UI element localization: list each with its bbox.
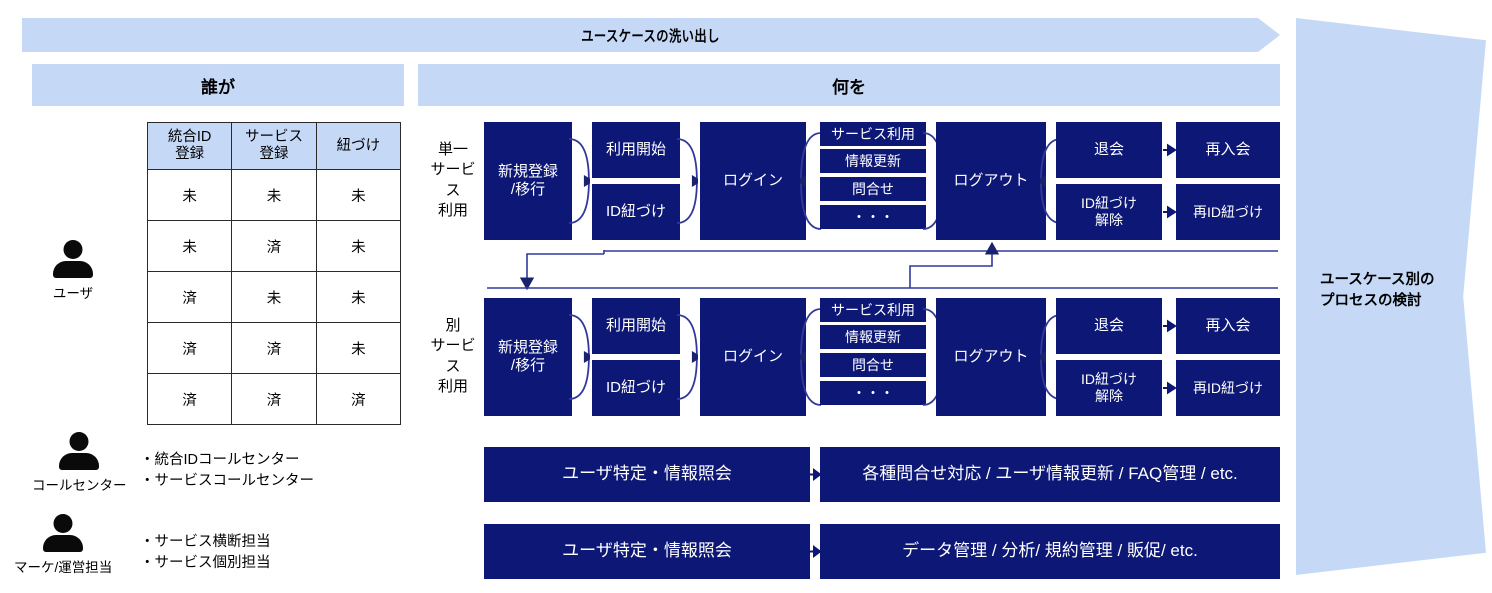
table-cell: 未 bbox=[315, 271, 402, 323]
column-header-who-label: 誰が bbox=[201, 77, 235, 97]
table-cell: 未 bbox=[315, 169, 402, 221]
flow-box-unlink-row1: ID紐づけ解除 bbox=[1056, 184, 1162, 240]
bottom-arrow-icons bbox=[808, 468, 822, 558]
flow-row-label-row2: 別サービス利用 bbox=[430, 317, 476, 395]
arrow-rejoin-row1 bbox=[1163, 143, 1177, 157]
actor-marketing-notes: ・サービス横断担当 ・サービス個別担当 bbox=[140, 532, 271, 573]
flow-box-activity-row1-3: ・・・ bbox=[820, 205, 926, 229]
actor-marketing-label: マーケ/運営担当 bbox=[14, 560, 113, 575]
flow-box-activity-row2-0: サービス利用 bbox=[820, 298, 926, 322]
column-header-what: 何を bbox=[418, 64, 1280, 106]
flow-box-activity-row2-2: 問合せ bbox=[820, 353, 926, 377]
next-phase-label: ユースケース別のプロセスの検討 bbox=[1320, 272, 1435, 310]
actor-marketing: マーケ/運営担当 bbox=[14, 514, 112, 576]
bottom-row-1-right: 各種問合せ対応 / ユーザ情報更新 / FAQ管理 / etc. bbox=[820, 447, 1280, 502]
flow-box-relink-row1: 再ID紐づけ bbox=[1176, 184, 1280, 240]
note-item: ・サービス個別担当 bbox=[140, 554, 271, 571]
flow-box-relink-row2: 再ID紐づけ bbox=[1176, 360, 1280, 416]
bottom-row-2-left: ユーザ特定・情報照会 bbox=[484, 524, 810, 579]
next-phase-panel: ユースケース別のプロセスの検討 bbox=[1296, 18, 1486, 575]
table-row: 未未未 bbox=[146, 169, 402, 221]
flow-row-label-row1: 単一サービス利用 bbox=[430, 141, 476, 219]
flow-box-unlink-row2: ID紐づけ解除 bbox=[1056, 360, 1162, 416]
arrow-relink-row1 bbox=[1163, 205, 1177, 219]
actor-call-center-label: コールセンター bbox=[32, 478, 127, 493]
column-header-who: 誰が bbox=[32, 64, 404, 106]
actor-user: ユーザ bbox=[52, 240, 94, 302]
flow-box-start-use-row1: 利用開始 bbox=[592, 122, 680, 178]
bottom-row-2-right: データ管理 / 分析/ 規約管理 / 販促/ etc. bbox=[820, 524, 1280, 579]
table-cell: 済 bbox=[231, 373, 317, 425]
flow-box-logout-row2: ログアウト bbox=[936, 298, 1046, 416]
actor-call-center: コールセンター bbox=[32, 432, 127, 494]
flow-box-rejoin-row2: 再入会 bbox=[1176, 298, 1280, 354]
note-item: ・サービスコールセンター bbox=[140, 472, 314, 489]
flow-box-id-link-row2: ID紐づけ bbox=[592, 360, 680, 416]
arrow-relink-row2 bbox=[1163, 381, 1177, 395]
note-item: ・サービス横断担当 bbox=[140, 534, 271, 550]
flow-box-activity-row2-3: ・・・ bbox=[820, 381, 926, 405]
flow-box-login-row1: ログイン bbox=[700, 122, 806, 240]
table-row: 未済未 bbox=[146, 220, 402, 272]
bottom-row-1-left: ユーザ特定・情報照会 bbox=[484, 447, 810, 502]
flow-box-id-link-row1: ID紐づけ bbox=[592, 184, 680, 240]
flow-box-activity-row1-0: サービス利用 bbox=[820, 122, 926, 146]
actor-user-label: ユーザ bbox=[52, 286, 94, 301]
flow-box-rejoin-row1: 再入会 bbox=[1176, 122, 1280, 178]
table-header-cell-2: 紐づけ bbox=[315, 122, 402, 170]
table-cell: 未 bbox=[315, 220, 402, 272]
flow-box-login-row2: ログイン bbox=[700, 298, 806, 416]
process-banner-label: ユースケースの洗い出し bbox=[581, 27, 721, 45]
table-cell: 済 bbox=[315, 373, 402, 425]
flow-box-activity-row1-2: 問合せ bbox=[820, 177, 926, 201]
flow-box-withdraw-row1: 退会 bbox=[1056, 122, 1162, 178]
table-row: 済未未 bbox=[146, 271, 402, 323]
table-cell: 未 bbox=[146, 220, 233, 272]
arrow-rejoin-row2 bbox=[1163, 319, 1177, 333]
table-body: 未未未未済未済未未済済未済済済 bbox=[146, 169, 402, 425]
table-cell: 未 bbox=[231, 169, 317, 221]
person-icon bbox=[52, 240, 94, 280]
table-cell: 未 bbox=[146, 169, 233, 221]
actor-call-center-notes: ・統合IDコールセンター ・サービスコールセンター bbox=[140, 450, 314, 491]
table-cell: 未 bbox=[315, 322, 402, 374]
flow-box-activity-row1-1: 情報更新 bbox=[820, 149, 926, 173]
table-cell: 未 bbox=[231, 271, 317, 323]
table-cell: 済 bbox=[146, 373, 233, 425]
table-cell: 済 bbox=[146, 322, 233, 374]
table-header-cell-1: サービス登録 bbox=[231, 122, 317, 170]
flow-box-start-use-row2: 利用開始 bbox=[592, 298, 680, 354]
note-item: ・統合IDコールセンター bbox=[140, 452, 300, 468]
column-header-what-label: 何を bbox=[832, 77, 866, 97]
table-row: 済済済 bbox=[146, 373, 402, 425]
flow-box-register-row2: 新規登録/移行 bbox=[484, 298, 572, 416]
process-banner: ユースケースの洗い出し bbox=[22, 18, 1280, 52]
flow-box-register-row1: 新規登録/移行 bbox=[484, 122, 572, 240]
table-row: 済済未 bbox=[146, 322, 402, 374]
table-cell: 済 bbox=[231, 220, 317, 272]
person-icon bbox=[42, 514, 84, 554]
table-cell: 済 bbox=[146, 271, 233, 323]
table-cell: 済 bbox=[231, 322, 317, 374]
flow-box-logout-row1: ログアウト bbox=[936, 122, 1046, 240]
flow-box-withdraw-row2: 退会 bbox=[1056, 298, 1162, 354]
flow-box-activity-row2-1: 情報更新 bbox=[820, 325, 926, 349]
person-icon bbox=[58, 432, 100, 472]
